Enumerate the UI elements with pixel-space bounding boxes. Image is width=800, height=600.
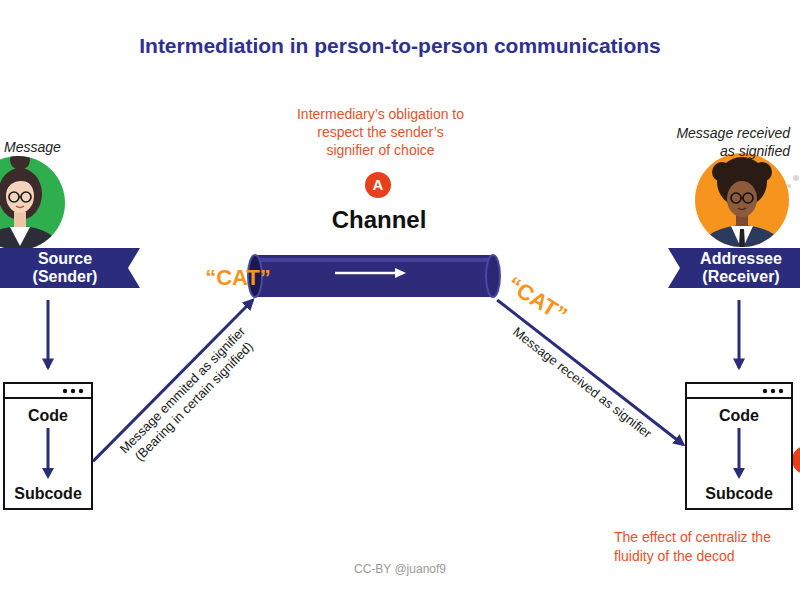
window-dot <box>79 389 83 393</box>
flow-arrow <box>497 300 683 445</box>
node-heading: Channel <box>253 205 505 235</box>
code-arrow-head <box>42 468 54 479</box>
tie <box>739 229 745 250</box>
node-text: Subcode <box>5 484 91 504</box>
hair <box>752 162 772 182</box>
tube-sheen <box>255 258 493 262</box>
window-dot <box>771 389 775 393</box>
glasses <box>743 193 753 203</box>
code-arrow-line <box>47 428 50 470</box>
window-dot <box>71 389 75 393</box>
message-note: Message <box>4 138 94 156</box>
receiver-banner: Addressee (Receiver) <box>668 248 800 288</box>
window-header-line <box>5 397 91 399</box>
flow-arrow <box>738 300 741 368</box>
edge-label: Message emmited as signifier (Bearing in… <box>102 309 276 484</box>
flow-arrow <box>47 300 50 368</box>
code-box: CodeSubcode <box>685 382 793 510</box>
glasses-bridge <box>741 197 743 199</box>
banner-fill <box>668 248 800 288</box>
edge-label: Message received as signifier <box>486 307 677 461</box>
callout-circle <box>792 446 800 474</box>
code-arrow-line <box>738 428 741 470</box>
callout-letter: A <box>366 174 390 196</box>
signifier-word: “CAT” <box>496 268 578 332</box>
thought-dot <box>787 184 791 188</box>
message-note: Message received as signified <box>665 124 790 160</box>
flow-arrow <box>93 300 253 461</box>
window-dot <box>763 389 767 393</box>
code-arrow-head <box>733 468 745 479</box>
tube-body <box>255 255 493 297</box>
glasses <box>21 192 31 202</box>
hair <box>0 168 42 220</box>
window-dot <box>63 389 67 393</box>
sender-avatar <box>0 150 65 262</box>
mouth <box>738 208 746 210</box>
decoding-note: The effect of centraliz the fluidity of … <box>614 528 786 566</box>
credit-watermark: CC-BY @juanof9 <box>300 561 500 577</box>
mouth <box>16 206 24 208</box>
thought-dot <box>793 175 799 181</box>
channel-note: Intermediary’s obligation to respect the… <box>293 105 468 159</box>
callout-circle <box>365 172 391 198</box>
window-dot <box>779 389 783 393</box>
receiver-figure <box>695 157 789 262</box>
flow-arrow-line <box>335 272 397 275</box>
sender-figure <box>0 150 65 262</box>
tube-end <box>486 255 500 297</box>
node-heading: Code <box>687 406 791 426</box>
receiver-avatar <box>695 153 799 262</box>
diagram-title: Intermediation in person-to-person commu… <box>0 34 800 58</box>
hair <box>712 162 732 182</box>
code-box: CodeSubcode <box>3 382 93 510</box>
node-heading: Addressee (Receiver) <box>688 250 794 286</box>
sender-banner: Source (Sender) <box>0 248 140 288</box>
face <box>727 181 757 217</box>
glasses-bridge <box>19 196 21 198</box>
glasses <box>731 193 741 203</box>
channel-tube: Channel <box>245 205 505 300</box>
neck <box>14 212 26 228</box>
node-text: Subcode <box>687 484 791 504</box>
node-heading: Source (Sender) <box>20 250 110 286</box>
hair-front <box>5 172 36 192</box>
shirt <box>731 226 753 250</box>
flow-arrow-head <box>395 268 406 278</box>
banner-fill <box>0 248 140 288</box>
signifier-word: “CAT” <box>198 265 278 291</box>
collar <box>10 227 30 246</box>
node-heading: Code <box>5 406 91 426</box>
glasses <box>9 192 19 202</box>
window-header-line <box>687 397 791 399</box>
